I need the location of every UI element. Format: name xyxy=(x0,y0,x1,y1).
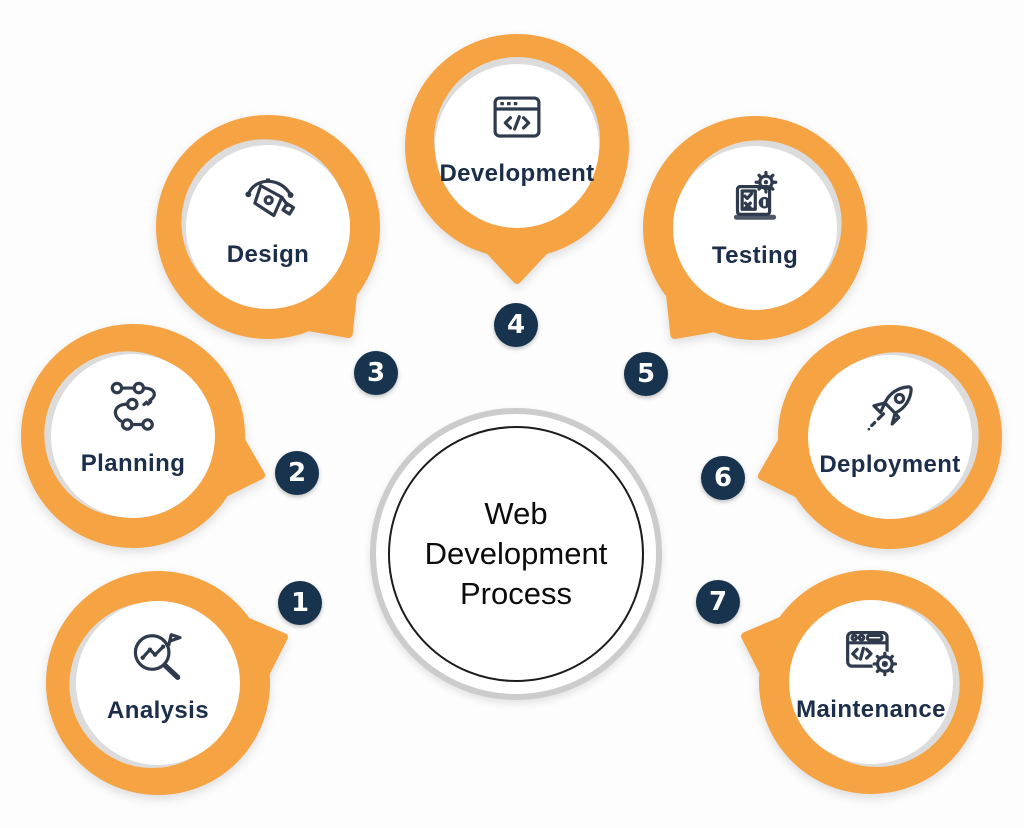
node-label: Planning xyxy=(80,450,186,477)
process-node-design: Design xyxy=(128,87,408,367)
step-number-badge-7: 7 xyxy=(696,580,740,624)
node-label: Development xyxy=(439,160,595,187)
node-inner-face xyxy=(808,355,972,519)
rocket-icon xyxy=(855,373,925,443)
process-node-development: Development xyxy=(377,6,657,286)
node-inner-face xyxy=(51,354,215,518)
node-orange-ring xyxy=(643,116,867,340)
step-number: 6 xyxy=(713,463,733,493)
node-ring xyxy=(643,116,867,340)
node-label: Testing xyxy=(711,242,799,269)
node-label: Design xyxy=(226,241,310,268)
node-orange-ring xyxy=(405,34,629,258)
node-label: Analysis xyxy=(107,697,209,724)
process-node-testing: Testing xyxy=(615,88,895,368)
route-plan-icon xyxy=(98,372,168,442)
code-browser-icon xyxy=(482,82,552,152)
step-number-badge-6: 6 xyxy=(701,456,745,500)
test-checklist-icon xyxy=(720,164,790,234)
node-ring xyxy=(46,571,288,795)
node-orange-ring xyxy=(759,570,983,794)
step-number: 2 xyxy=(287,458,307,488)
process-node-analysis: Analysis xyxy=(18,543,298,823)
process-node-planning: Planning xyxy=(0,296,273,576)
node-ring xyxy=(156,115,380,339)
step-number-badge-2: 2 xyxy=(275,451,319,495)
browser-gear-icon xyxy=(836,618,906,688)
node-ring xyxy=(757,325,1002,549)
node-inner-face xyxy=(76,601,240,765)
step-number: 5 xyxy=(636,359,656,389)
center-circle: Web Development Process xyxy=(370,408,662,700)
step-number-badge-1: 1 xyxy=(278,581,322,625)
node-orange-ring xyxy=(156,115,380,339)
node-ring xyxy=(405,34,629,284)
step-number: 1 xyxy=(290,588,310,618)
pen-tool-icon xyxy=(233,163,303,233)
process-node-deployment: Deployment xyxy=(750,297,1024,577)
magnifier-chart-icon xyxy=(123,619,193,689)
node-label: Deployment xyxy=(819,451,961,478)
step-number-badge-4: 4 xyxy=(494,303,538,347)
node-orange-ring xyxy=(46,571,270,795)
process-node-maintenance: Maintenance xyxy=(731,542,1011,822)
step-number: 4 xyxy=(506,310,526,340)
step-number-badge-3: 3 xyxy=(354,351,398,395)
center-circle-inner: Web Development Process xyxy=(388,426,644,682)
node-orange-ring xyxy=(778,325,1002,549)
node-inner-face xyxy=(673,146,837,310)
node-orange-ring xyxy=(21,324,245,548)
node-inner-face xyxy=(435,64,599,228)
node-label: Maintenance xyxy=(796,696,946,723)
node-ring xyxy=(741,570,983,794)
step-number: 3 xyxy=(366,358,386,388)
node-ring xyxy=(21,324,266,548)
node-inner-face xyxy=(186,145,350,309)
node-inner-face xyxy=(789,600,953,764)
center-title: Web Development Process xyxy=(424,495,608,612)
step-number: 7 xyxy=(708,587,728,617)
step-number-badge-5: 5 xyxy=(624,352,668,396)
